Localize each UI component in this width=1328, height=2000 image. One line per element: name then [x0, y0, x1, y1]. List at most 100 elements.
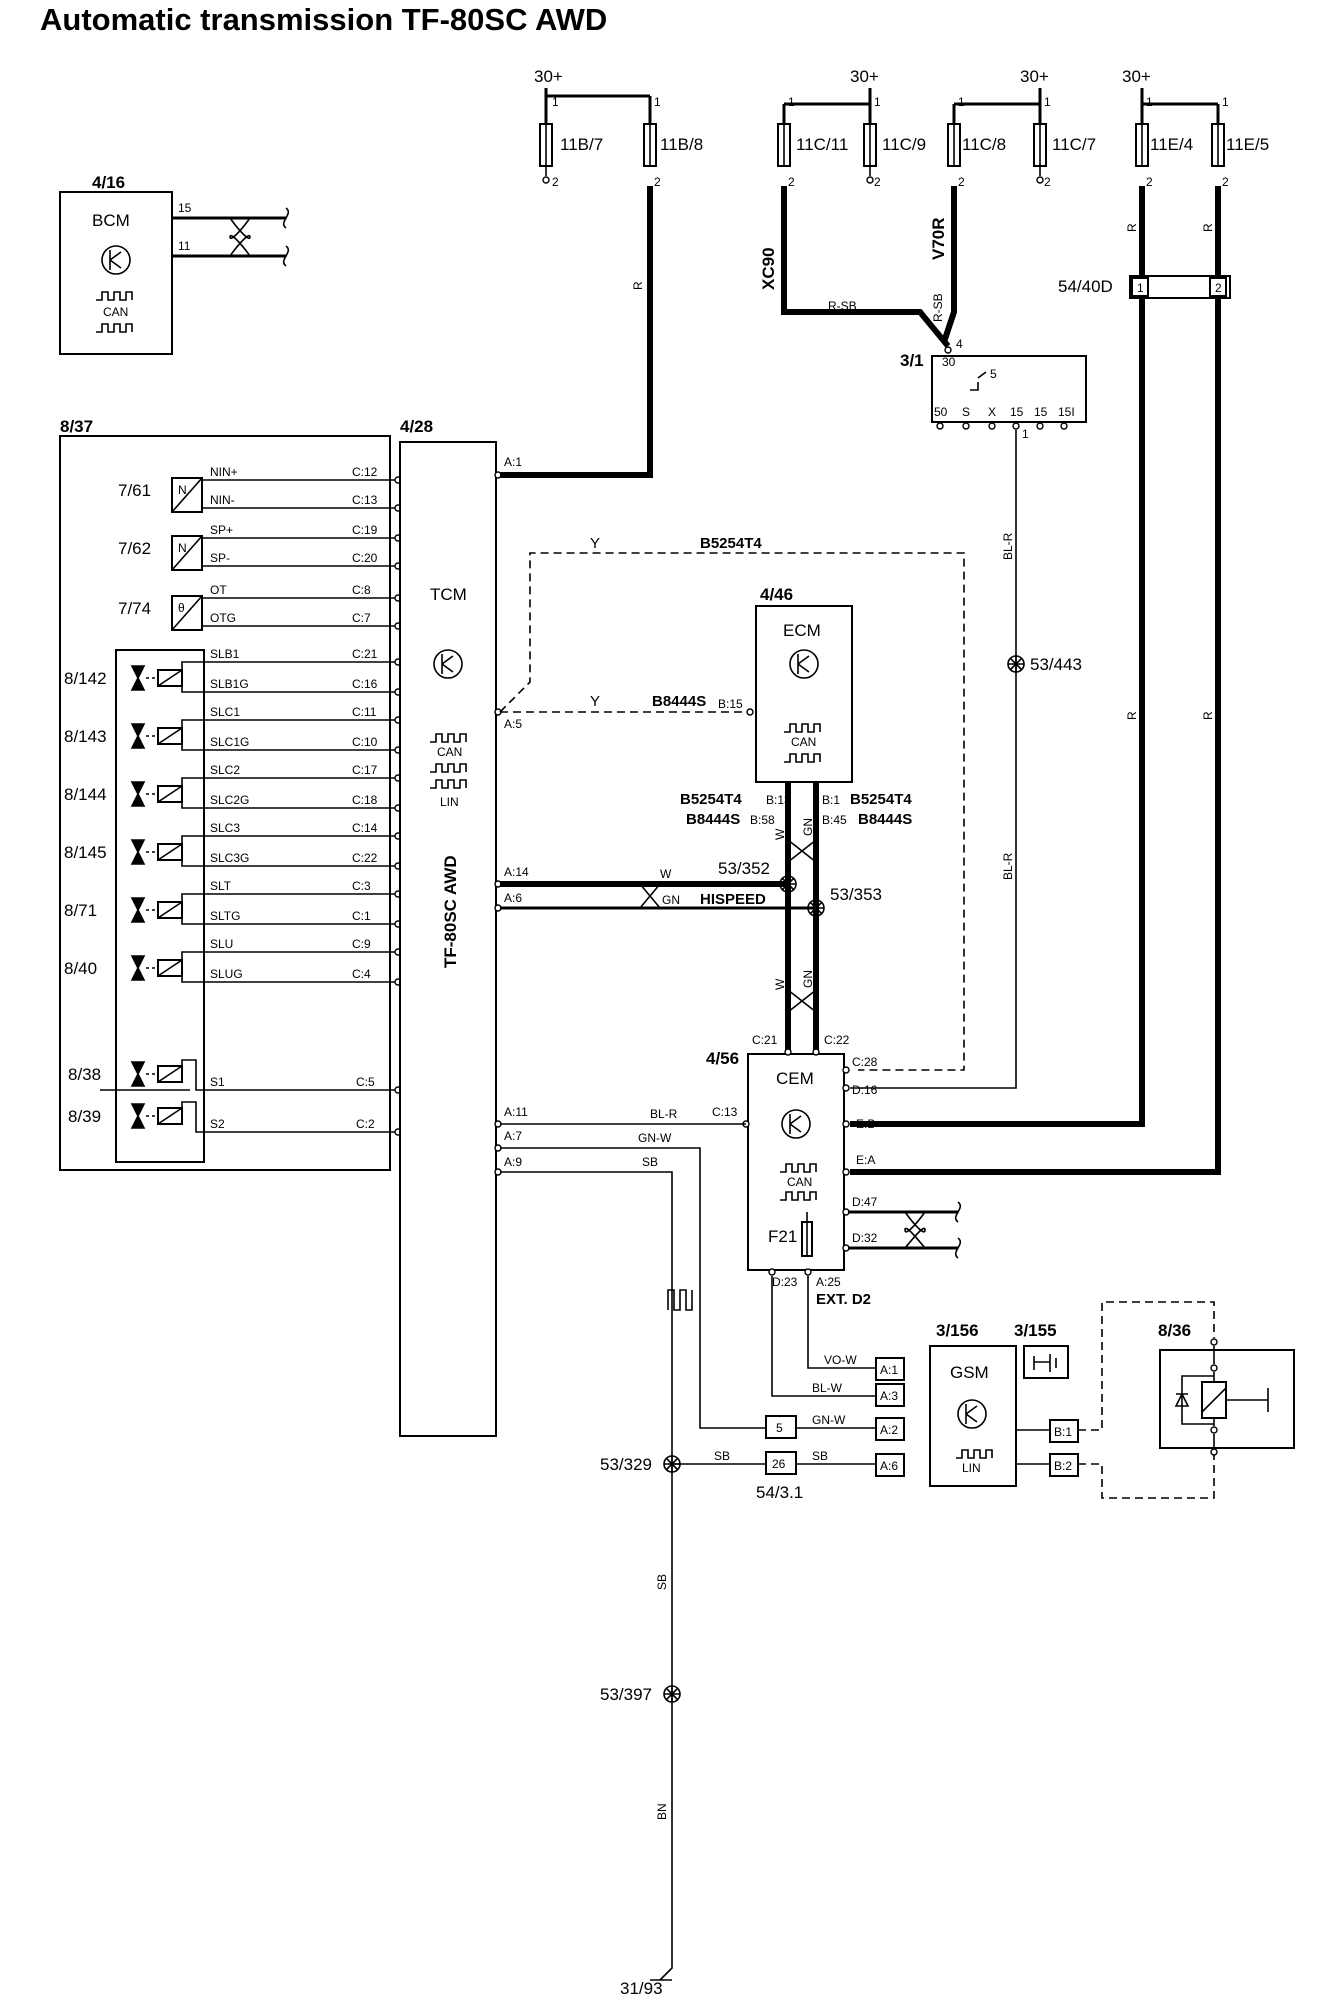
svg-text:TF-80SC AWD: TF-80SC AWD [441, 855, 460, 968]
fuse-11e4 [1135, 123, 1149, 167]
svg-text:SB: SB [642, 1155, 658, 1169]
svg-text:B:13: B:13 [766, 793, 791, 807]
svg-text:Y: Y [590, 535, 600, 552]
svg-text:B5254T4: B5254T4 [700, 535, 762, 552]
ecm-module: 4/46 ECM CAN B:15 [718, 585, 853, 783]
svg-text:C:21: C:21 [752, 1033, 778, 1047]
svg-text:4/56: 4/56 [706, 1049, 739, 1068]
svg-text:GSM: GSM [950, 1363, 989, 1382]
svg-text:8/36: 8/36 [1158, 1321, 1191, 1340]
solenoid-ref: 8/40 [64, 959, 97, 978]
wire-r-ea [850, 186, 1221, 1175]
ignition-switch: XC90 V70R R-SB R-SB 3/1 4 30 5 50 S X 15… [759, 186, 1087, 441]
svg-text:BL-R: BL-R [650, 1107, 678, 1121]
pin-name: SLC2 [210, 763, 240, 777]
svg-text:R-SB: R-SB [931, 293, 945, 322]
pin-conn: C:1 [352, 909, 371, 923]
svg-text:2: 2 [958, 175, 965, 189]
wire-xc90 [781, 186, 951, 348]
wire-vo-w [807, 1276, 876, 1369]
svg-text:SB: SB [655, 1574, 669, 1590]
svg-text:15: 15 [1034, 405, 1048, 419]
svg-text:8/37: 8/37 [60, 417, 93, 436]
svg-text:A:11: A:11 [504, 1105, 528, 1119]
wire-bl-w [771, 1276, 876, 1397]
svg-text:2: 2 [1044, 175, 1051, 189]
svg-text:54/3.1: 54/3.1 [756, 1483, 803, 1502]
svg-text:1: 1 [1146, 95, 1153, 109]
svg-text:W: W [773, 828, 787, 840]
svg-text:B:1: B:1 [822, 793, 840, 807]
pin-name: SLU [210, 937, 233, 951]
svg-text:W: W [660, 867, 672, 881]
can-signal-icon [96, 291, 133, 301]
svg-text:GN-W: GN-W [638, 1131, 672, 1145]
pin-name: SLT [210, 879, 232, 893]
svg-text:D:32: D:32 [852, 1231, 878, 1245]
svg-text:GN: GN [801, 970, 815, 988]
solenoid-ref: 8/144 [64, 785, 107, 804]
svg-text:54/40D: 54/40D [1058, 277, 1113, 296]
svg-text:30: 30 [942, 355, 956, 369]
svg-text:HISPEED: HISPEED [700, 891, 766, 908]
svg-text:26: 26 [772, 1457, 786, 1471]
svg-text:B:58: B:58 [750, 813, 775, 827]
sensor-ref: 7/74 [118, 599, 151, 618]
svg-text:4/28: 4/28 [400, 417, 433, 436]
fuse-label: 11E/4 [1150, 135, 1193, 154]
fuse-11c11 [777, 123, 791, 167]
solenoid-ref: 8/39 [68, 1107, 101, 1126]
pin-name: OTG [210, 611, 236, 625]
svg-text:D:23: D:23 [772, 1275, 798, 1289]
svg-text:C:22: C:22 [824, 1033, 850, 1047]
svg-text:CAN: CAN [103, 305, 128, 319]
pin-conn: C:21 [352, 647, 378, 661]
svg-text:B8444S: B8444S [686, 811, 740, 828]
wire-v70r [941, 186, 957, 343]
svg-text:A:1: A:1 [504, 455, 522, 469]
svg-text:A:6: A:6 [504, 891, 522, 905]
supply-label: 30+ [850, 67, 879, 86]
pin-name: NIN- [210, 493, 235, 507]
svg-text:15: 15 [178, 201, 192, 215]
svg-text:4/16: 4/16 [92, 173, 125, 192]
svg-text:D:47: D:47 [852, 1195, 878, 1209]
svg-text:E:B: E:B [856, 1117, 875, 1131]
svg-text:XC90: XC90 [759, 247, 778, 290]
svg-text:B8444S: B8444S [858, 811, 912, 828]
pin-conn: C:13 [352, 493, 378, 507]
connector-54-40d: 54/40D 1 2 [1058, 275, 1231, 299]
sensor-symbol: N [178, 483, 187, 497]
svg-text:2: 2 [1222, 175, 1229, 189]
pin-name: NIN+ [210, 465, 238, 479]
pin-conn: C:18 [352, 793, 378, 807]
sensor-ref: 7/61 [118, 481, 151, 500]
svg-text:1: 1 [654, 95, 661, 109]
svg-text:R: R [1125, 711, 1139, 720]
fuse-label: 11C/9 [882, 135, 926, 154]
svg-text:BL-R: BL-R [1001, 532, 1015, 560]
fuse-label: 11C/11 [796, 135, 848, 154]
svg-text:F21: F21 [768, 1227, 797, 1246]
svg-text:W: W [773, 978, 787, 990]
svg-text:1: 1 [1137, 281, 1144, 295]
svg-text:15I: 15I [1058, 405, 1075, 419]
svg-text:1: 1 [1222, 95, 1229, 109]
svg-text:53/397: 53/397 [600, 1685, 652, 1704]
svg-text:SB: SB [714, 1449, 730, 1463]
pin-name: OT [210, 583, 227, 597]
pin-name: SLC3 [210, 821, 240, 835]
pin-name: SP+ [210, 523, 233, 537]
wire-a9 [500, 1171, 673, 1981]
splice-53-443 [1007, 655, 1025, 673]
pin-name: SLB1 [210, 647, 240, 661]
pin-conn: C:8 [352, 583, 371, 597]
svg-text:A:6: A:6 [880, 1459, 898, 1473]
svg-text:15: 15 [1010, 405, 1024, 419]
svg-text:B8444S: B8444S [652, 693, 706, 710]
solenoid-ref: 8/142 [64, 669, 107, 688]
